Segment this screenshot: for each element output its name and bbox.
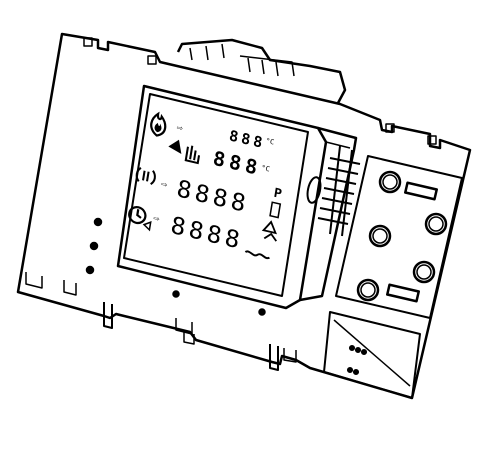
arrow-right-icon: ⇨ <box>176 122 184 134</box>
clock-icon <box>128 206 152 232</box>
rib-element <box>317 145 361 237</box>
lcd-digit: 8 <box>211 183 230 213</box>
lcd-digit: 8 <box>227 150 243 176</box>
lcd-digit: 8 <box>211 146 227 172</box>
lcd-row-2: 8 8 8 °C <box>211 146 271 179</box>
slot-top <box>404 181 438 201</box>
button-top-left[interactable] <box>378 170 402 194</box>
radiator-icon <box>135 167 156 186</box>
button-bottom-right[interactable] <box>412 260 436 284</box>
button-panel <box>335 155 463 319</box>
lcd-digit: 8 <box>228 127 240 146</box>
flame-icon <box>150 111 167 137</box>
wave-icon <box>244 250 271 260</box>
lcd-row-1: 8 8 8 °C <box>228 127 275 152</box>
lcd-digit: 8 <box>205 220 224 250</box>
warning-triangle-icon <box>261 220 277 242</box>
button-left[interactable] <box>368 224 392 248</box>
lcd-digit: 8 <box>240 129 252 148</box>
button-right[interactable] <box>424 212 448 236</box>
unit-celsius: °C <box>261 163 271 174</box>
tap-icon <box>168 139 201 165</box>
lcd-digit: 8 <box>193 179 212 209</box>
arrow-right-icon: ⇨ <box>153 213 161 225</box>
lcd-digit: 8 <box>252 132 264 151</box>
lcd-digit: 8 <box>243 153 259 179</box>
arrow-right-icon: ⇨ <box>160 179 168 191</box>
lcd-row-3: 8 8 8 8 <box>175 175 248 218</box>
p-indicator: P <box>273 186 283 202</box>
button-bottom-left[interactable] <box>356 278 380 302</box>
lcd-digit: 8 <box>229 187 248 217</box>
slot-bottom <box>386 283 420 303</box>
lcd-window <box>123 93 309 297</box>
unit-celsius: °C <box>265 136 275 147</box>
lcd-row-4: 8 8 8 8 <box>169 211 242 254</box>
top-connector <box>176 38 347 104</box>
lcd-digit: 8 <box>223 224 242 254</box>
board-outline <box>16 32 472 400</box>
lcd-digit: 8 <box>187 216 206 246</box>
lcd-digit: 8 <box>175 175 194 205</box>
lcd-digit: 8 <box>169 211 188 241</box>
